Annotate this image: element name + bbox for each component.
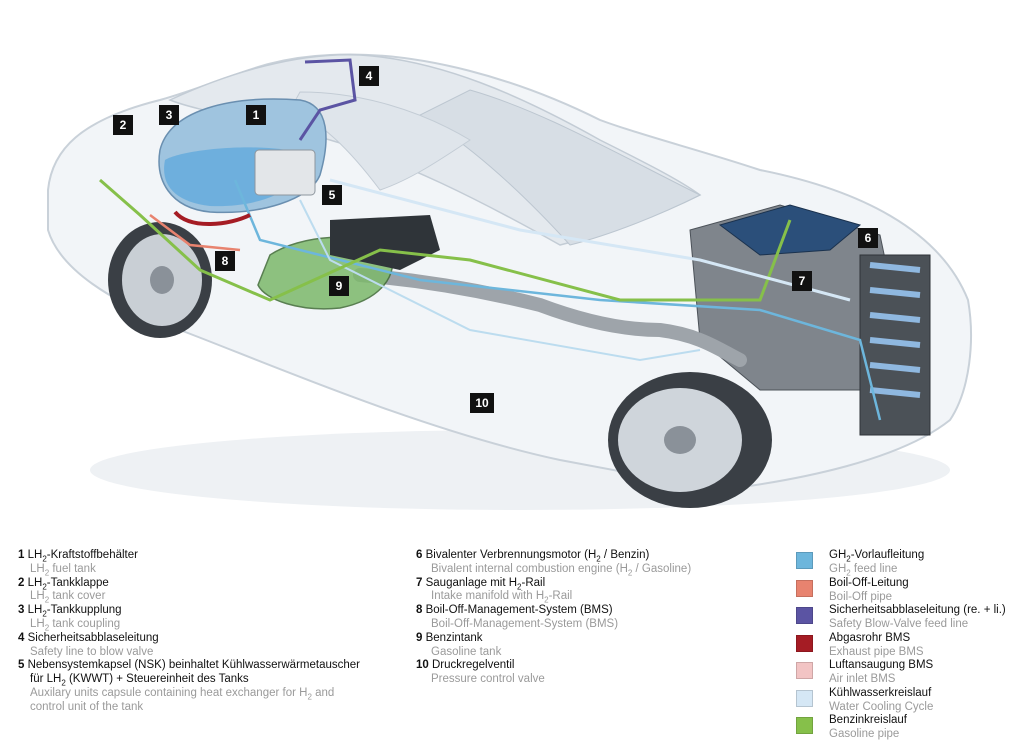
callout-6: 6 — [858, 228, 878, 248]
callout-3: 3 — [159, 105, 179, 125]
legend-item-6: 6 Bivalenter Verbrennungsmotor (H2 / Ben… — [416, 549, 692, 578]
pipe-legend-cooling: Kühlwasserkreislauf Water Cooling Cycle — [796, 687, 1020, 715]
pipe-legend-air-inlet: Luftansaugung BMS Air inlet BMS — [796, 659, 1020, 687]
legend-item-3: 3 LH2-Tankkupplung LH2 tank coupling — [18, 604, 122, 633]
pipe-legend-boil-off: Boil-Off-Leitung Boil-Off pipe — [796, 577, 1020, 605]
callout-7: 7 — [792, 271, 812, 291]
legend-item-5: 5 Nebensystemkapsel (NSK) beinhaltet Küh… — [18, 659, 360, 713]
aux-capsule — [254, 149, 316, 196]
pipe-legend-exhaust: Abgasrohr BMS Exhaust pipe BMS — [796, 632, 1020, 660]
rear-wheel — [108, 222, 212, 338]
callout-5: 5 — [322, 185, 342, 205]
callout-4: 4 — [359, 66, 379, 86]
swatch-safety — [796, 607, 813, 624]
bms-exhaust — [173, 210, 251, 226]
swatch-air-inlet — [796, 662, 813, 679]
swatch-gasoline — [796, 717, 813, 734]
pipe-legend-gh2: GH2-Vorlaufleitung GH2 feed line — [796, 549, 1020, 577]
boil-off-pipe — [149, 214, 241, 252]
cooling-cycle — [329, 178, 851, 302]
safety-blow-line — [298, 58, 357, 141]
side-window — [289, 91, 471, 191]
legend-item-8: 8 Boil-Off-Management-System (BMS) Boil-… — [416, 604, 619, 630]
legend-item-4: 4 Sicherheitsabblaseleitung Safety line … — [18, 631, 159, 658]
pipe-legend-gasoline: Benzinkreislauf Gasoline pipe — [796, 714, 1020, 742]
swatch-cooling — [796, 689, 813, 707]
gasoline-pipe — [99, 178, 792, 302]
swatch-gh2 — [796, 552, 813, 569]
swatch-boil-off — [796, 579, 813, 597]
swatch-exhaust — [796, 634, 813, 652]
front-wheel — [608, 372, 772, 508]
callout-10: 10 — [470, 393, 494, 413]
pipe-legend-safety: Sicherheitsabblaseleitung (re. + li.) Sa… — [796, 604, 1020, 632]
engine — [689, 204, 931, 436]
legend-item-1: 1 LH2-Kraftstoffbehälter LH2 fuel tank — [18, 549, 138, 578]
car-cutaway-drawing — [47, 53, 972, 510]
callout-1: 1 — [246, 105, 266, 125]
callout-9: 9 — [329, 276, 349, 296]
legend-item-7: 7 Sauganlage mit H2-Rail Intake manifold… — [416, 576, 573, 605]
windshield — [418, 89, 702, 246]
cutaway-illustration: 1 2 3 4 5 6 7 8 9 10 — [47, 53, 972, 510]
legend-item-9: 9 Benzintank Gasoline tank — [416, 631, 502, 658]
gh2-feed-line — [233, 179, 882, 421]
callout-8: 8 — [215, 251, 235, 271]
legend-left: 1 LH2-Kraftstoffbehälter LH2 fuel tank 2… — [18, 549, 398, 715]
legend-item-2: 2 LH2-Tankklappe LH2 tank cover — [18, 576, 109, 605]
exhaust-system — [353, 268, 747, 367]
legend-item-10: 10 Druckregelventil Pressure control val… — [416, 659, 545, 686]
legend-middle: 6 Bivalenter Verbrennungsmotor (H2 / Ben… — [416, 549, 786, 687]
callout-2: 2 — [113, 115, 133, 135]
